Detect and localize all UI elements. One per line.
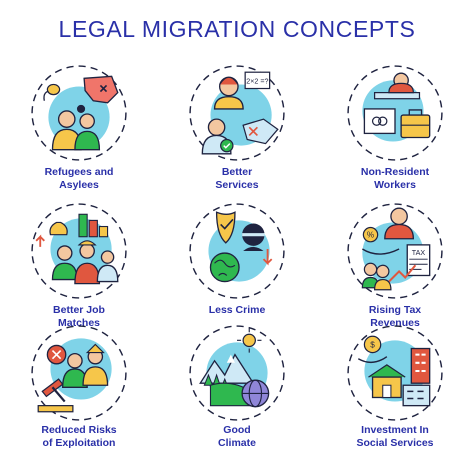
better-services-icon: 2×2 =? [189,65,285,161]
reduced-exploitation-icon [31,325,127,421]
concept-label: Less Crime [208,304,266,316]
tax-tag-text: TAX [412,249,426,257]
non-resident-workers-icon [347,65,443,161]
svg-text:%: % [367,231,374,240]
refugees-map-icon [31,65,127,161]
tax-revenues-icon: % TAX [347,203,443,299]
job-matches-icon [31,203,127,299]
svg-text:$: $ [370,341,375,350]
social-investment-icon: $ [347,325,443,421]
page-title: LEGAL MIGRATION CONCEPTS [58,16,416,42]
math-board-text: 2×2 =? [246,77,268,85]
less-crime-icon [189,203,285,299]
good-climate-icon [189,325,285,421]
concept-crime: Less Crime [158,200,316,340]
